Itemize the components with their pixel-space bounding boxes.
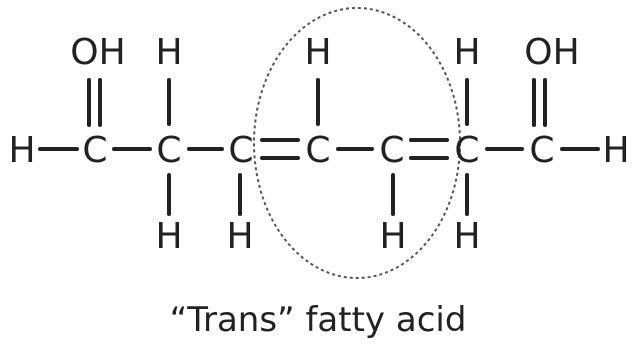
atom-c5: C bbox=[379, 130, 404, 171]
diagram-caption: “Trans” fatty acid bbox=[170, 300, 467, 340]
atom-c6-h-bottom: H bbox=[453, 216, 480, 257]
atom-h-left: H bbox=[8, 130, 35, 171]
atom-c1: C bbox=[82, 130, 107, 171]
atom-c4-h-top: H bbox=[304, 32, 331, 73]
atom-c3: C bbox=[228, 130, 253, 171]
atom-c5-h-bottom: H bbox=[379, 216, 406, 257]
atom-c2-h-top: H bbox=[155, 32, 182, 73]
atom-c3-h-bottom: H bbox=[226, 216, 253, 257]
atom-c2-h-bottom: H bbox=[155, 216, 182, 257]
atom-c4: C bbox=[305, 130, 330, 171]
atom-c7: C bbox=[529, 130, 554, 171]
atom-c6: C bbox=[454, 130, 479, 171]
atom-oh-left: OH bbox=[70, 32, 125, 73]
atom-oh-right: OH bbox=[524, 32, 579, 73]
atom-c2: C bbox=[156, 130, 181, 171]
highlight-circle bbox=[253, 7, 461, 279]
atom-c6-h-top: H bbox=[453, 32, 480, 73]
atom-h-right: H bbox=[602, 130, 629, 171]
